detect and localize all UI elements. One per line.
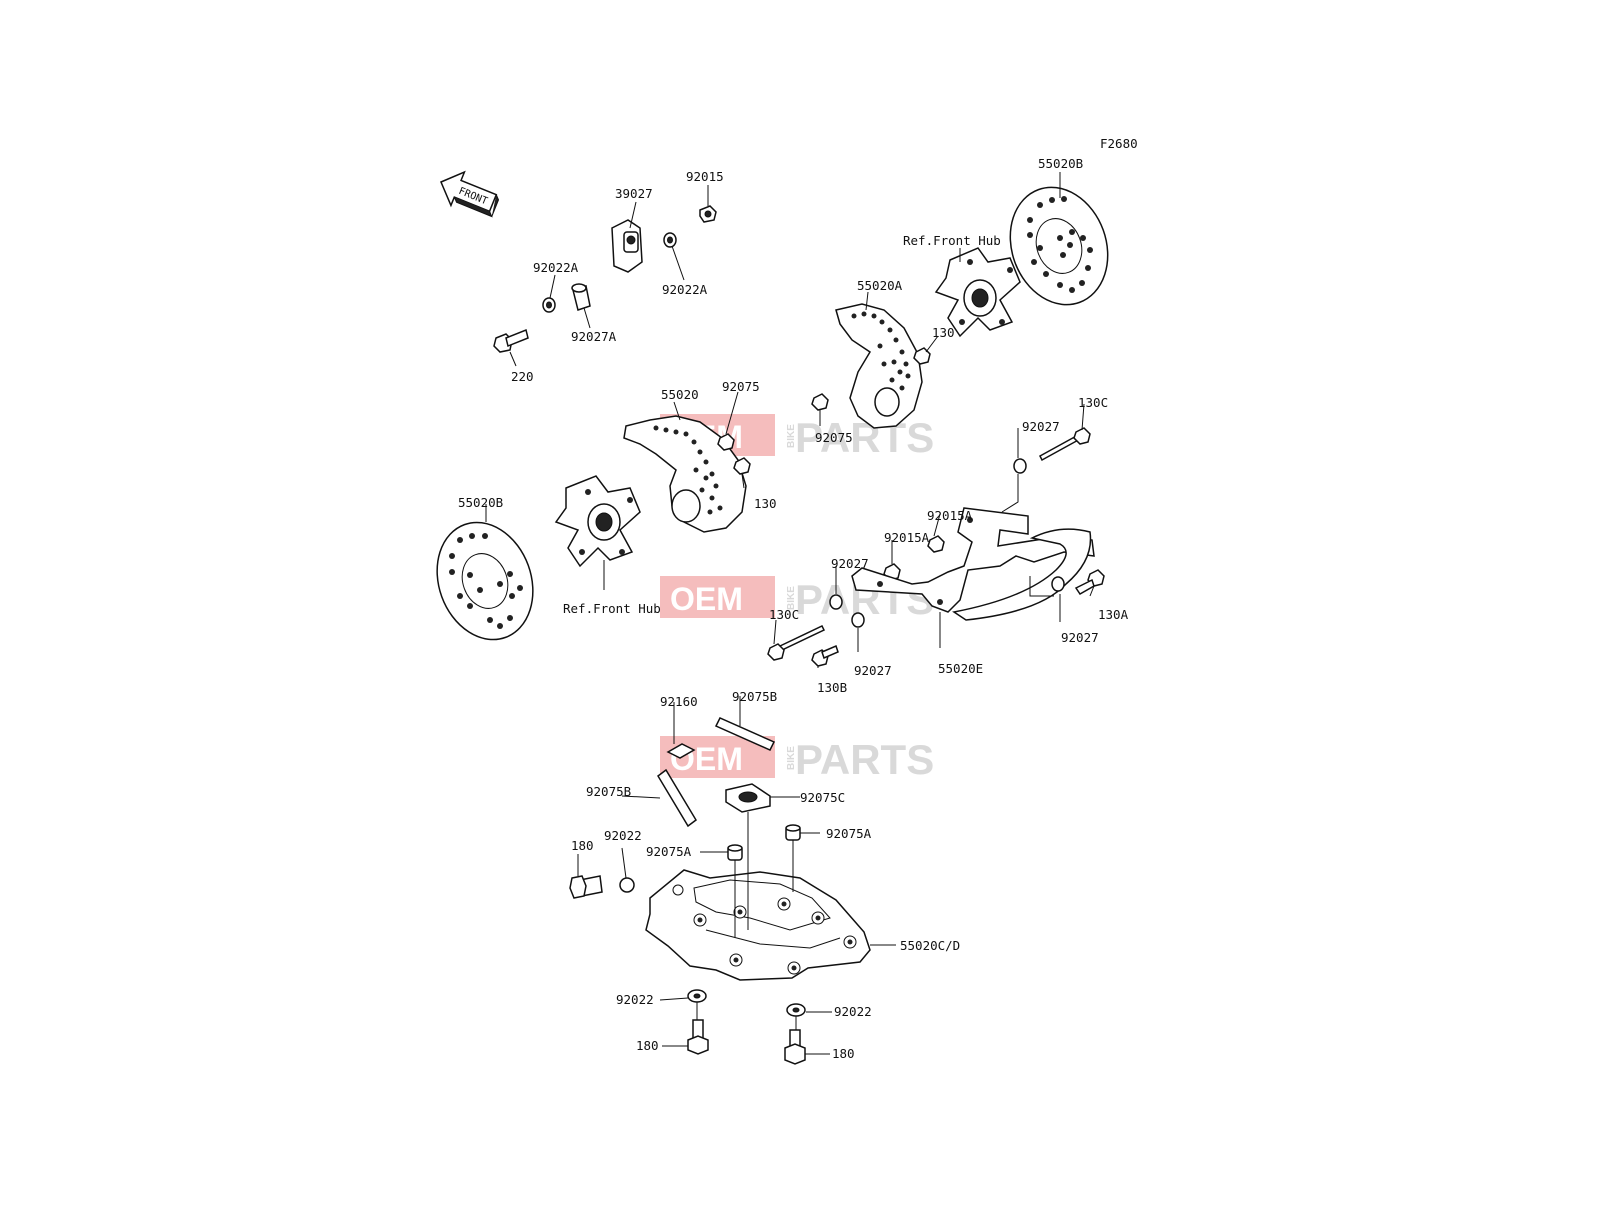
part-92075C-rubber bbox=[725, 783, 771, 813]
part-55020B-disc-top bbox=[1009, 186, 1109, 306]
part-92022-washer-lower-left bbox=[687, 989, 707, 1003]
label-92075C[interactable]: 92075C bbox=[800, 790, 845, 805]
part-130A-bolt bbox=[1074, 569, 1105, 595]
label-92027-mid[interactable]: 92027 bbox=[831, 556, 869, 571]
part-92075A-rubber-right bbox=[785, 824, 801, 841]
label-130A[interactable]: 130A bbox=[1098, 607, 1129, 622]
part-92027-washer-mid bbox=[829, 594, 843, 610]
part-92075B-strip-top bbox=[714, 717, 776, 751]
part-92075B-strip-left bbox=[657, 768, 697, 828]
label-92022-lower-left[interactable]: 92022 bbox=[616, 992, 654, 1007]
label-55020[interactable]: 55020 bbox=[661, 387, 699, 402]
part-180-bolt-upper bbox=[569, 875, 603, 899]
diagram-code: F2680 bbox=[1100, 136, 1138, 151]
label-130-top[interactable]: 130 bbox=[932, 325, 955, 340]
label-92015A-top[interactable]: 92015A bbox=[927, 508, 973, 523]
label-130-mid[interactable]: 130 bbox=[754, 496, 777, 511]
label-92022-upper[interactable]: 92022 bbox=[604, 828, 642, 843]
part-92022A-washer-left bbox=[542, 297, 556, 313]
watermark: OEM BIKE PARTS OEM BIKE PARTS OEM BIKE P… bbox=[660, 414, 934, 783]
part-92015-nut bbox=[699, 205, 717, 223]
label-55020A[interactable]: 55020A bbox=[857, 278, 903, 293]
label-130B[interactable]: 130B bbox=[817, 680, 847, 695]
label-180-upper[interactable]: 180 bbox=[571, 838, 594, 853]
label-55020B-left[interactable]: 55020B bbox=[458, 495, 503, 510]
part-180-bolt-lower-left bbox=[687, 1019, 709, 1055]
label-180-lower-left[interactable]: 180 bbox=[636, 1038, 659, 1053]
svg-text:BIKE: BIKE bbox=[786, 586, 797, 610]
label-92075B-left[interactable]: 92075B bbox=[586, 784, 631, 799]
label-92075-right[interactable]: 92075 bbox=[722, 379, 760, 394]
svg-text:BIKE: BIKE bbox=[786, 746, 797, 770]
part-180-bolt-lower-right bbox=[784, 1029, 806, 1065]
label-92075A-left[interactable]: 92075A bbox=[646, 844, 692, 859]
label-92160[interactable]: 92160 bbox=[660, 694, 698, 709]
part-92075-rubber-top bbox=[811, 393, 829, 411]
svg-text:PARTS: PARTS bbox=[795, 736, 934, 783]
label-55020B-top[interactable]: 55020B bbox=[1038, 156, 1083, 171]
part-55020B-disc-left bbox=[436, 521, 534, 641]
part-130-bolt-mid bbox=[733, 457, 751, 475]
label-130C-top[interactable]: 130C bbox=[1078, 395, 1108, 410]
svg-text:OEM: OEM bbox=[670, 581, 743, 617]
leader-lines bbox=[485, 172, 1095, 1055]
part-92075-rubber-right bbox=[717, 433, 735, 451]
label-92027-right[interactable]: 92027 bbox=[1061, 630, 1099, 645]
part-92027-washer-right bbox=[1051, 576, 1065, 592]
part-front-hub-top bbox=[934, 247, 1021, 338]
label-220[interactable]: 220 bbox=[511, 369, 534, 384]
part-130C-bolt-top bbox=[1039, 427, 1091, 462]
label-92075B-top[interactable]: 92075B bbox=[732, 689, 777, 704]
label-55020E[interactable]: 55020E bbox=[938, 661, 983, 676]
part-92160-pad bbox=[666, 743, 696, 759]
label-92027A[interactable]: 92027A bbox=[571, 329, 617, 344]
label-92022A-top[interactable]: 92022A bbox=[662, 282, 708, 297]
part-92015A-nut-top bbox=[927, 535, 945, 553]
label-92022-lower-right[interactable]: 92022 bbox=[834, 1004, 872, 1019]
part-55020CD-skid-plate bbox=[645, 869, 871, 981]
part-92022-washer-upper bbox=[619, 877, 635, 893]
part-130C-bolt-left bbox=[767, 625, 826, 661]
part-92075A-rubber-left bbox=[727, 844, 743, 861]
label-92075-top[interactable]: 92075 bbox=[815, 430, 853, 445]
label-39027[interactable]: 39027 bbox=[615, 186, 653, 201]
label-92015A-mid[interactable]: 92015A bbox=[884, 530, 930, 545]
label-180-lower-right[interactable]: 180 bbox=[832, 1046, 855, 1061]
label-ref-front-hub-left[interactable]: Ref.Front Hub bbox=[563, 601, 661, 616]
part-92022A-washer-top bbox=[663, 232, 677, 248]
part-220-bolt bbox=[493, 328, 529, 353]
label-55020CD[interactable]: 55020C/D bbox=[900, 938, 960, 953]
part-92027A-collar bbox=[571, 283, 591, 311]
label-ref-front-hub-top[interactable]: Ref.Front Hub bbox=[903, 233, 1001, 248]
label-92075A-right[interactable]: 92075A bbox=[826, 826, 872, 841]
part-92022-washer-lower-right bbox=[786, 1003, 806, 1017]
part-55020-disc-guard bbox=[623, 415, 747, 533]
svg-text:BIKE: BIKE bbox=[786, 424, 797, 448]
label-92022A-left[interactable]: 92022A bbox=[533, 260, 579, 275]
part-39027-bracket bbox=[611, 219, 643, 273]
label-92015[interactable]: 92015 bbox=[686, 169, 724, 184]
part-front-hub-left bbox=[554, 475, 641, 568]
part-92027-washer-top bbox=[1013, 458, 1027, 474]
front-arrow-icon: FRONT bbox=[440, 170, 500, 218]
label-92027-top[interactable]: 92027 bbox=[1022, 419, 1060, 434]
part-130B-bolt bbox=[811, 644, 839, 667]
part-92027-washer-bottom bbox=[851, 612, 865, 628]
part-labels: 39027 92015 92022A 92022A 92027A 220 550… bbox=[458, 156, 1129, 1061]
part-55020E-bracket bbox=[851, 507, 1095, 621]
label-92027-bottom[interactable]: 92027 bbox=[854, 663, 892, 678]
part-55020A-disc-guard bbox=[835, 303, 923, 429]
label-130C-left[interactable]: 130C bbox=[769, 607, 799, 622]
